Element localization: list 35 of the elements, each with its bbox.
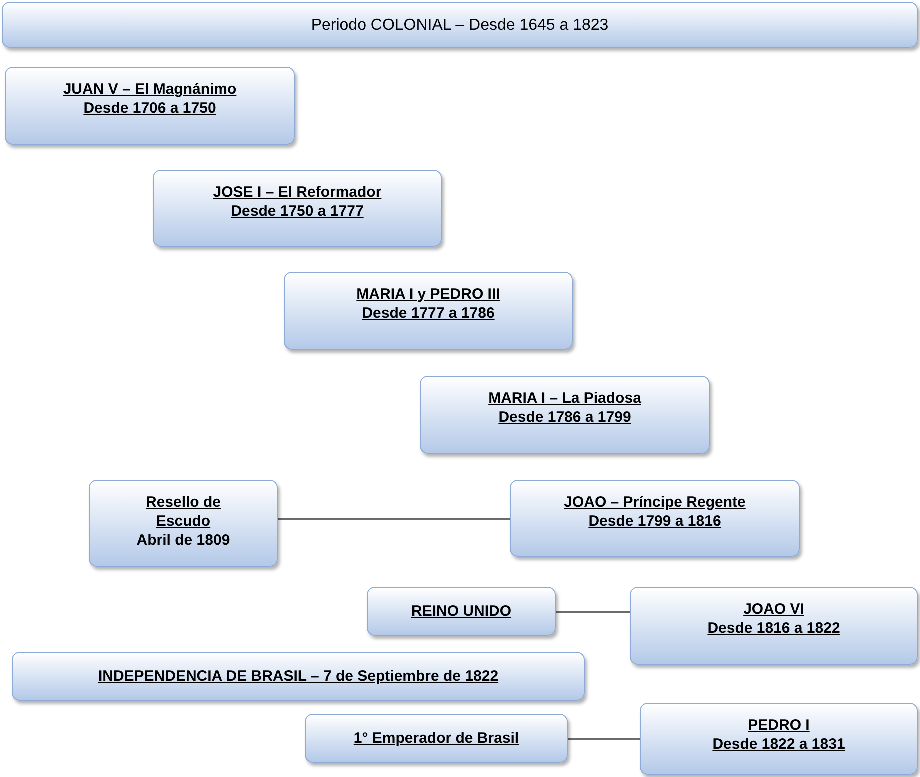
timeline-box	[630, 587, 918, 665]
timeline-box	[284, 272, 573, 350]
box-heading: MARIA I y PEDRO III	[356, 285, 500, 304]
timeline-box	[5, 67, 295, 145]
date-range: Desde 1777 a 1786	[362, 304, 495, 323]
connector-line	[568, 738, 640, 740]
box-heading: MARIA I – La Piadosa	[488, 389, 642, 408]
connector-line	[556, 611, 630, 613]
box-heading: JOSE I – El Reformador	[213, 183, 382, 202]
box-heading: Resello de Escudo	[144, 493, 222, 531]
timeline-box	[510, 480, 800, 557]
date-range: Desde 1816 a 1822	[708, 619, 840, 638]
box-heading: JOAO VI	[744, 600, 804, 619]
timeline-box	[89, 480, 278, 567]
date-range: Abril de 1809	[136, 531, 230, 550]
timeline-box	[305, 714, 568, 763]
timeline-box	[420, 376, 710, 454]
timeline-box	[153, 170, 442, 247]
box-heading: 1° Emperador de Brasil	[354, 729, 520, 748]
date-range: Desde 1706 a 1750	[84, 99, 216, 118]
connector-line	[278, 518, 510, 520]
box-heading: PEDRO I	[748, 716, 810, 735]
date-range: Desde 1750 a 1777	[231, 202, 364, 221]
box-heading: INDEPENDENCIA DE BRASIL – 7 de Septiembre de 1822	[98, 667, 499, 686]
date-range: Desde 1822 a 1831	[712, 735, 846, 754]
date-range: Desde 1786 a 1799	[498, 408, 632, 427]
timeline-box	[640, 703, 918, 775]
timeline-box	[367, 587, 556, 636]
box-heading: Periodo COLONIAL – Desde 1645 a 1823	[311, 16, 609, 34]
date-range: Desde 1799 a 1816	[588, 512, 722, 531]
box-heading: JUAN V – El Magnánimo	[63, 80, 237, 99]
period-banner	[2, 2, 918, 48]
box-heading: REINO UNIDO	[411, 602, 512, 621]
box-heading: JOAO – Príncipe Regente	[564, 493, 746, 512]
timeline-box	[12, 652, 585, 701]
